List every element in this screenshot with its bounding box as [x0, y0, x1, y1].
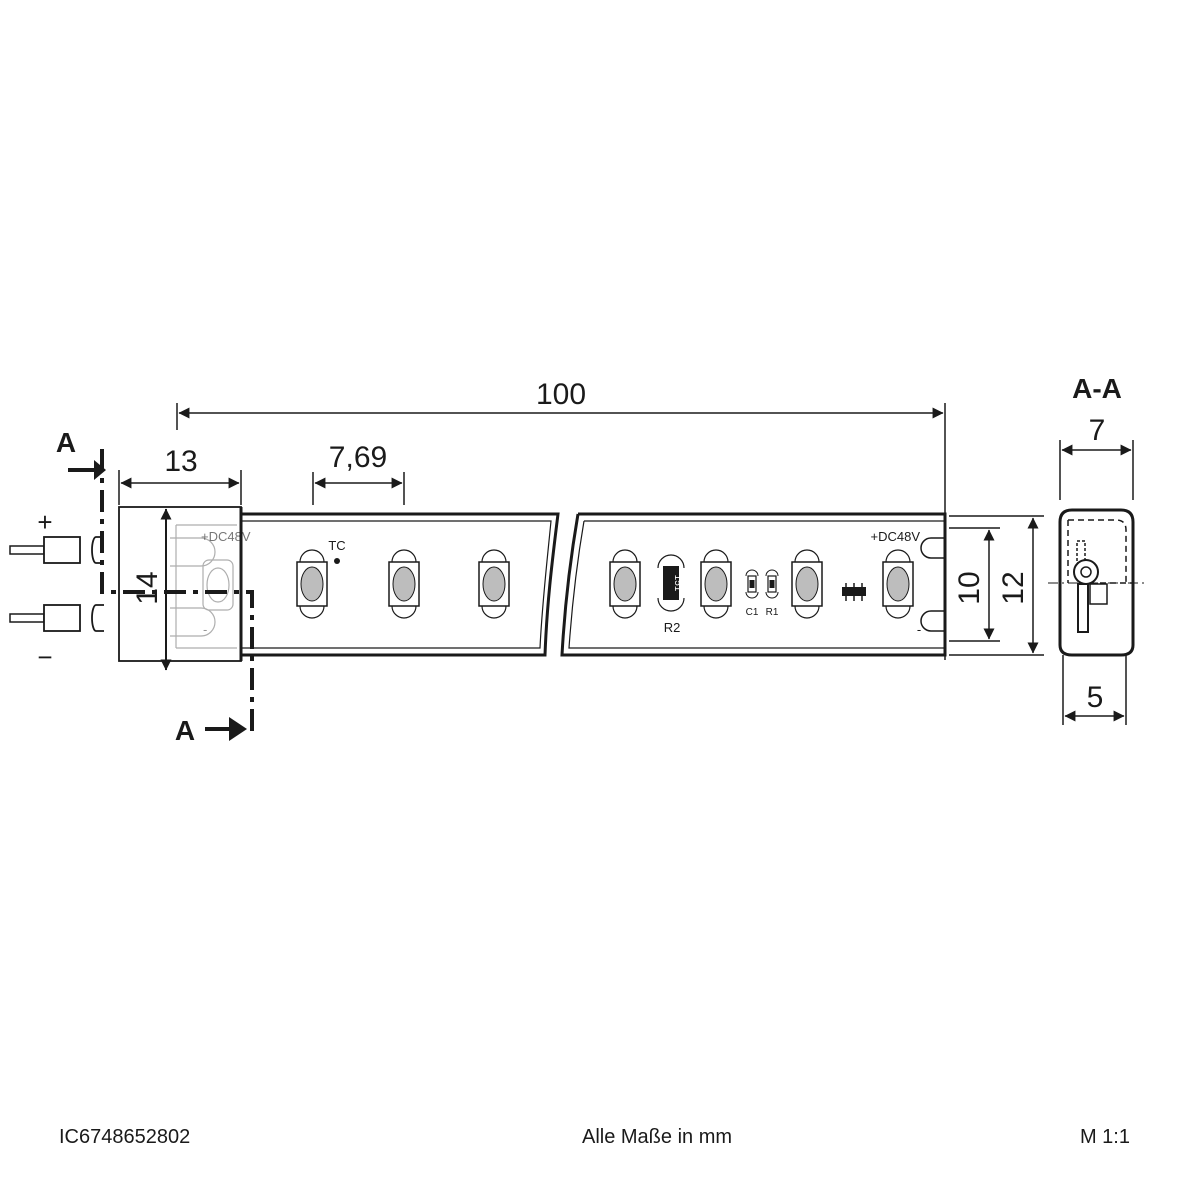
pcb-width-label: 10: [953, 571, 986, 604]
section-marker-bottom: A: [175, 715, 195, 746]
dimension-connector-length: 13: [118, 445, 242, 505]
led-chip: [882, 549, 914, 619]
led-chip: [296, 549, 328, 619]
section-inner-width-label: 5: [1087, 681, 1104, 714]
ic-chip: [842, 583, 866, 601]
section-marker-top: A: [56, 427, 76, 458]
end-connector: +DC48V -: [118, 506, 251, 662]
units-note: Alle Maße in mm: [582, 1126, 732, 1148]
connector-minus-label: -: [203, 622, 207, 637]
resistor-r2-code: 151: [672, 575, 683, 592]
dimension-strip-width: 12: [949, 515, 1044, 656]
dimension-led-pitch: 7,69: [312, 441, 405, 505]
cable-positive: +: [9, 507, 104, 564]
section-width-label: 7: [1089, 414, 1106, 447]
thermal-point-label: TC: [328, 538, 345, 553]
plus-label: +: [37, 507, 52, 537]
section-view: A-A 7 5: [1048, 373, 1144, 725]
strip-width-label: 12: [997, 571, 1030, 604]
article-number: IC6748652802: [59, 1126, 190, 1148]
led-chip: [791, 549, 823, 619]
cable-negative: −: [9, 604, 104, 672]
total-length-label: 100: [536, 378, 586, 411]
capacitor-c1-label: C1: [746, 607, 759, 618]
led-strip-body: [241, 512, 947, 657]
capacitor-c1: C1: [745, 569, 759, 618]
led-chip: [609, 549, 641, 619]
dimension-connector-height: 14: [131, 508, 172, 671]
led-chip: [388, 549, 420, 619]
connector-length-label: 13: [164, 445, 197, 478]
resistor-r1-label: R1: [766, 607, 779, 618]
resistor-r1: R1: [765, 569, 779, 618]
connector-height-label: 14: [131, 571, 164, 604]
led-row: [296, 549, 914, 619]
pcb-voltage-label: +DC48V: [871, 529, 921, 544]
dimension-total-length: 100: [176, 378, 946, 660]
scale-label: M 1:1: [1080, 1126, 1130, 1148]
section-title: A-A: [1072, 373, 1122, 404]
pcb-minus-label: -: [917, 622, 921, 637]
section-line: A A: [56, 427, 254, 746]
led-pitch-label: 7,69: [329, 441, 387, 474]
thermal-point: TC: [328, 538, 346, 564]
connector-voltage-label: +DC48V: [201, 529, 251, 544]
minus-label: −: [37, 642, 52, 672]
led-chip: [478, 549, 510, 619]
led-chip: [700, 549, 732, 619]
dimension-pcb-width: 10: [949, 527, 1000, 642]
resistor-r2-label: R2: [664, 620, 681, 635]
resistor-r2: 151 R2: [657, 554, 685, 635]
